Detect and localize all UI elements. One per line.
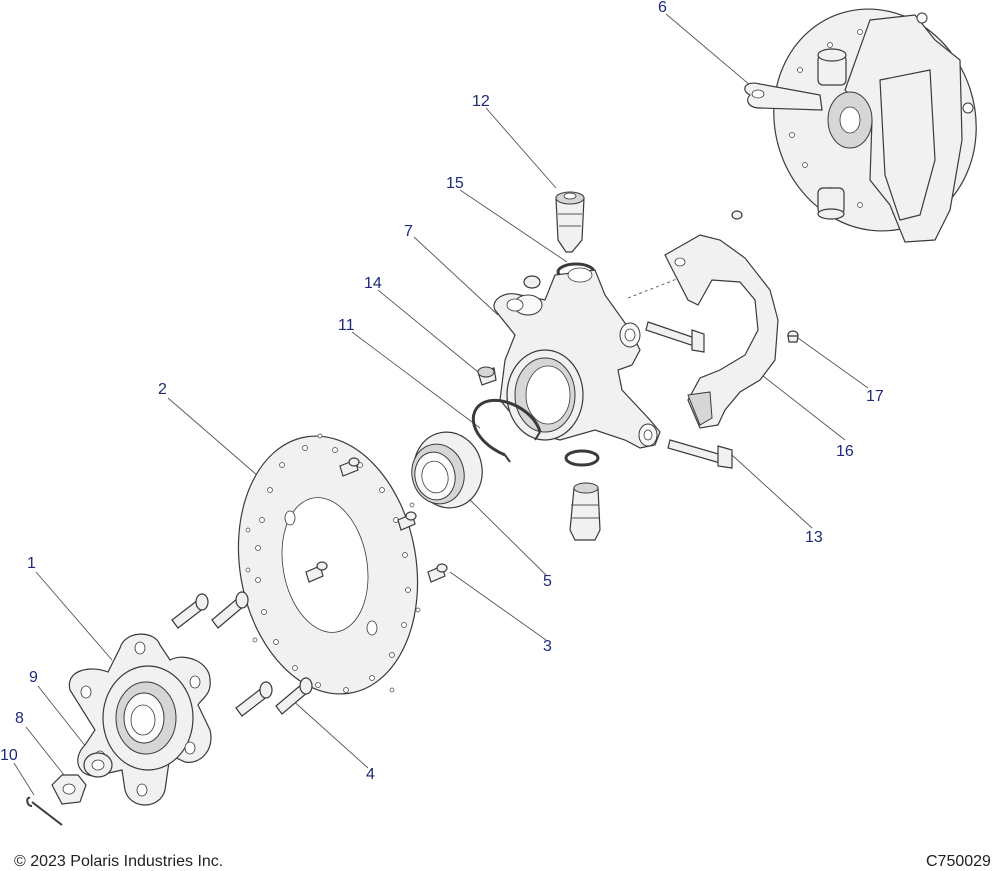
wheel-hub (68, 633, 212, 806)
knuckle-bushing-upper (523, 275, 541, 289)
figure-id: C750029 (926, 853, 991, 870)
callout-6: 6 (658, 0, 667, 16)
leader-lines (13, 13, 869, 796)
wheel-stud (235, 681, 273, 717)
wheel-studs (171, 591, 313, 717)
wheel-stud (211, 591, 249, 629)
bracket-screw-top (731, 210, 743, 220)
castle-nut (51, 774, 87, 805)
rotor-bolts (305, 457, 448, 583)
callout-5: 5 (543, 573, 552, 590)
wheel-stud (275, 677, 313, 715)
lower-snap-ring (564, 449, 600, 467)
callout-9: 9 (29, 669, 38, 686)
wheel-stud (171, 593, 209, 629)
callout-12: 12 (472, 93, 490, 110)
brake-rotor (237, 433, 421, 695)
bushing (477, 366, 497, 386)
steering-knuckle (493, 267, 661, 449)
cotter-pin (26, 796, 63, 826)
lower-ball-joint (569, 482, 601, 541)
callout-1: 1 (27, 555, 36, 572)
wheel-bearing (411, 431, 483, 509)
callout-17: 17 (866, 388, 884, 405)
callout-11: 11 (338, 317, 355, 334)
bracket-screw (787, 330, 799, 343)
hub-washer (83, 752, 113, 778)
copyright-text: © 2023 Polaris Industries Inc. (14, 853, 224, 870)
caliper-bolt-lower (667, 439, 733, 469)
callout-2: 2 (158, 381, 167, 398)
callout-16: 16 (836, 443, 854, 460)
caliper-bolt-upper (645, 321, 705, 353)
callout-3: 3 (543, 638, 552, 655)
rotor-bolt (397, 511, 417, 531)
callout-15: 15 (446, 175, 464, 192)
callout-13: 13 (805, 529, 823, 546)
callout-4: 4 (366, 766, 375, 783)
callout-7: 7 (404, 223, 413, 240)
rotor-bolt (427, 563, 448, 583)
rotor-bolt (339, 457, 360, 477)
retaining-ring (471, 399, 542, 463)
assembly-view-part-6 (744, 8, 977, 243)
upper-ball-joint (555, 191, 585, 253)
caliper-bracket (664, 234, 779, 429)
callout-8: 8 (15, 710, 24, 727)
callout-14: 14 (364, 275, 382, 292)
callout-10: 10 (0, 747, 18, 764)
rotor-bolt (305, 561, 328, 583)
